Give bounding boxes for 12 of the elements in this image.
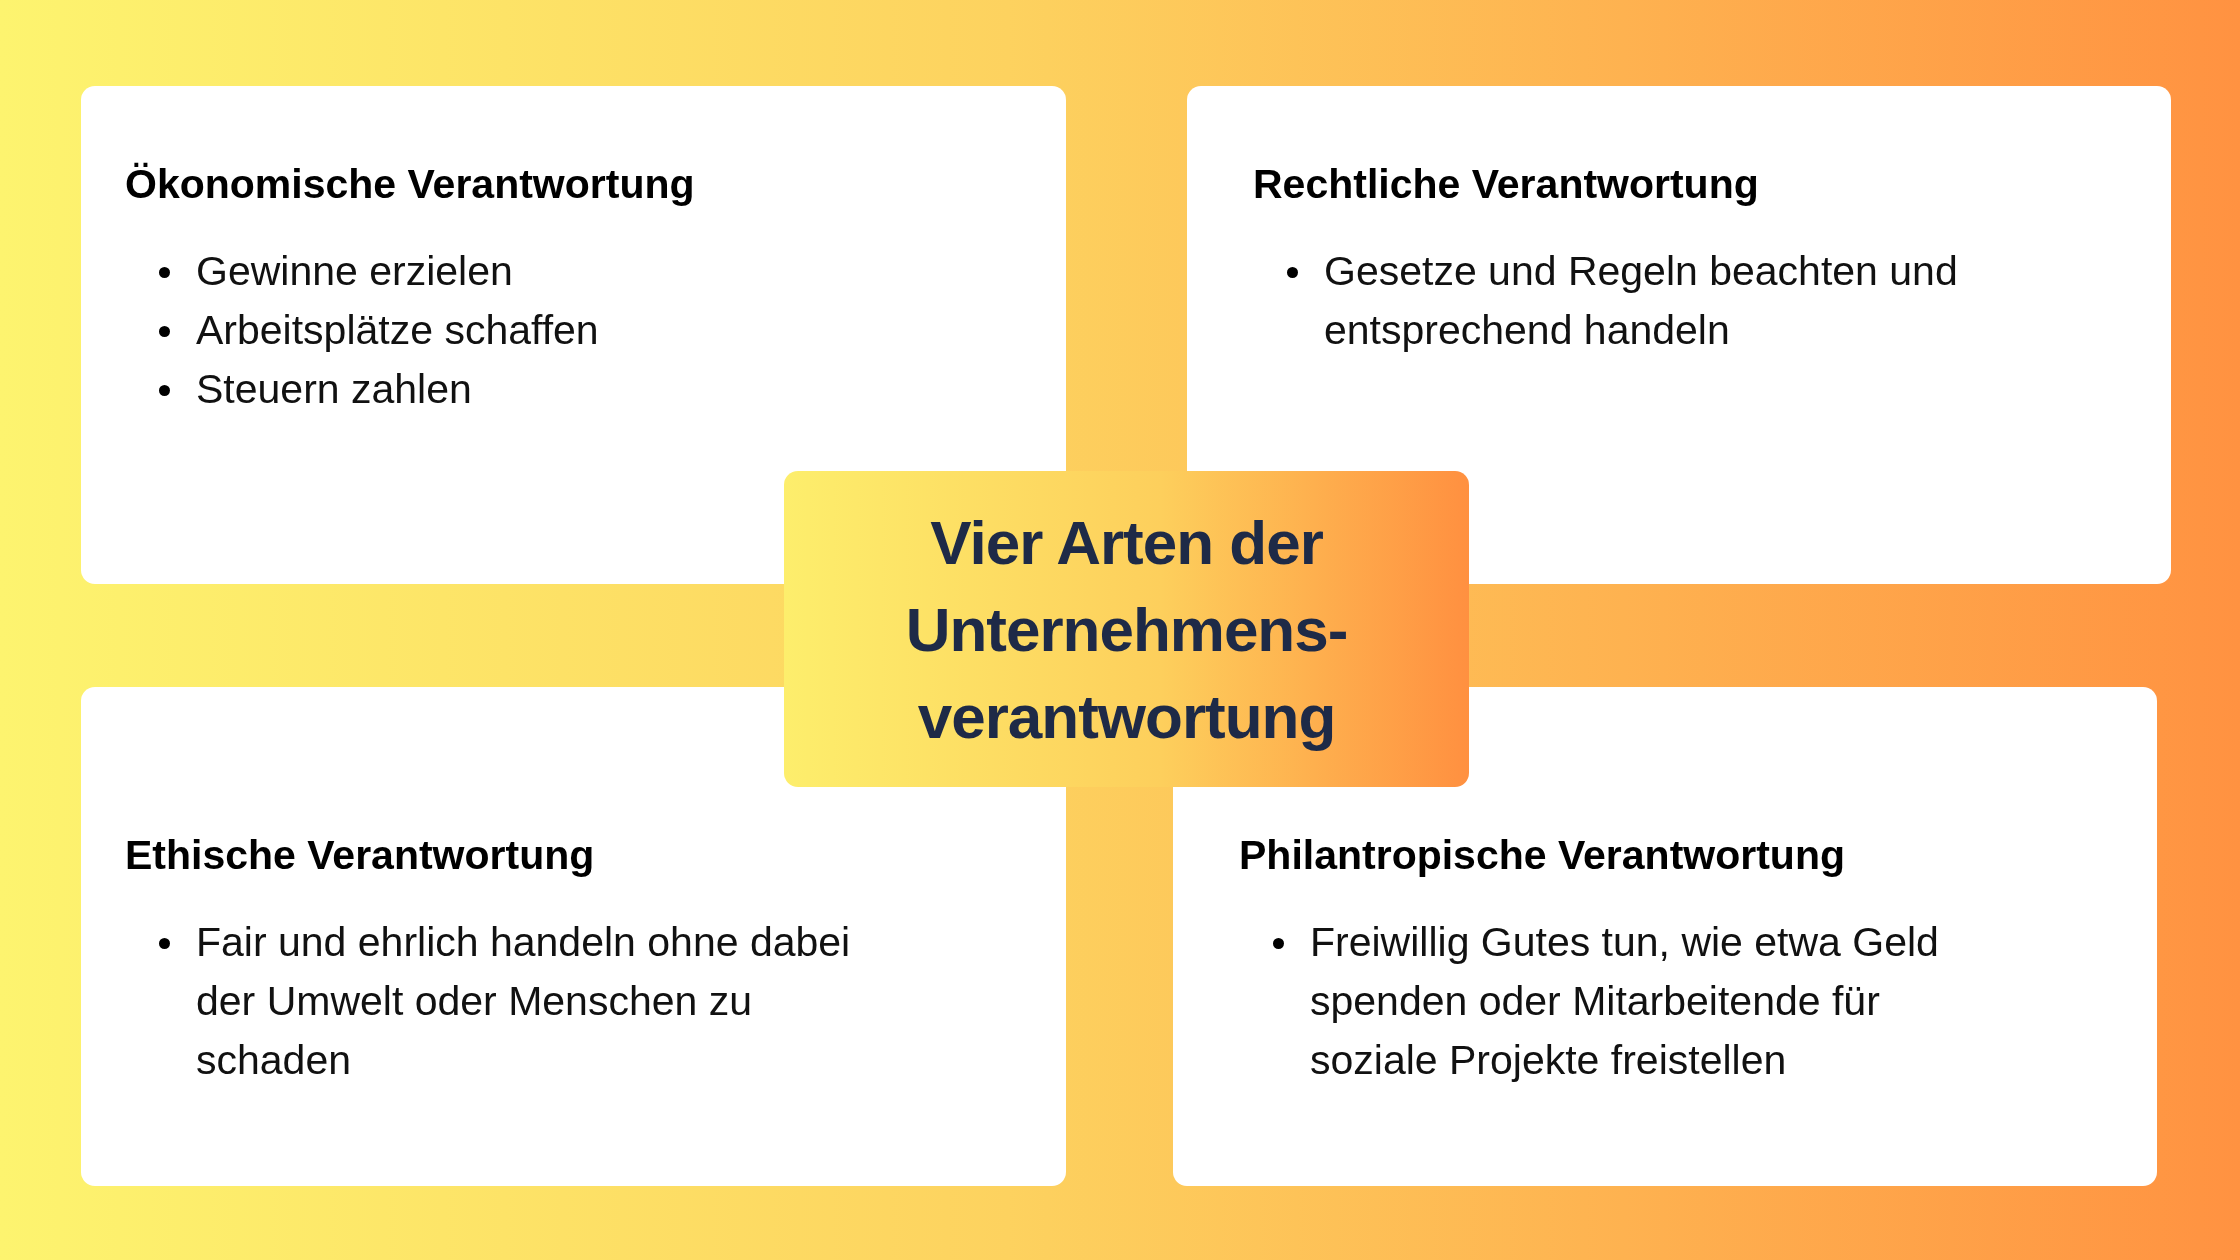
- card-heading: Rechtliche Verantwortung: [1253, 160, 1760, 209]
- title-box: [784, 471, 1469, 787]
- bullet-text: Gewinne erzielen: [196, 247, 513, 296]
- card-heading: Ethische Verantwortung: [125, 831, 596, 880]
- bullet-text: Freiwillig Gutes tun, wie etwa Geld spenden oder Mitarbeitende für soziale Projekte freistellen: [1310, 918, 1940, 1085]
- bullet-text: Gesetze und Regeln beachten und entsprechend handeln: [1324, 247, 1959, 355]
- bullet-text: Steuern zahlen: [196, 365, 472, 414]
- center-label: Vier Arten der Unternehmens-verantwortung: [904, 506, 1349, 753]
- card-heading: Philantropische Verantwortung: [1239, 831, 1846, 880]
- card-heading: Ökonomische Verantwortung: [125, 160, 696, 209]
- bullet-text: Fair und ehrlich handeln ohne dabei der Umwelt oder Menschen zu schaden: [196, 918, 852, 1085]
- bullet-text: Arbeitsplätze schaffen: [196, 306, 599, 355]
